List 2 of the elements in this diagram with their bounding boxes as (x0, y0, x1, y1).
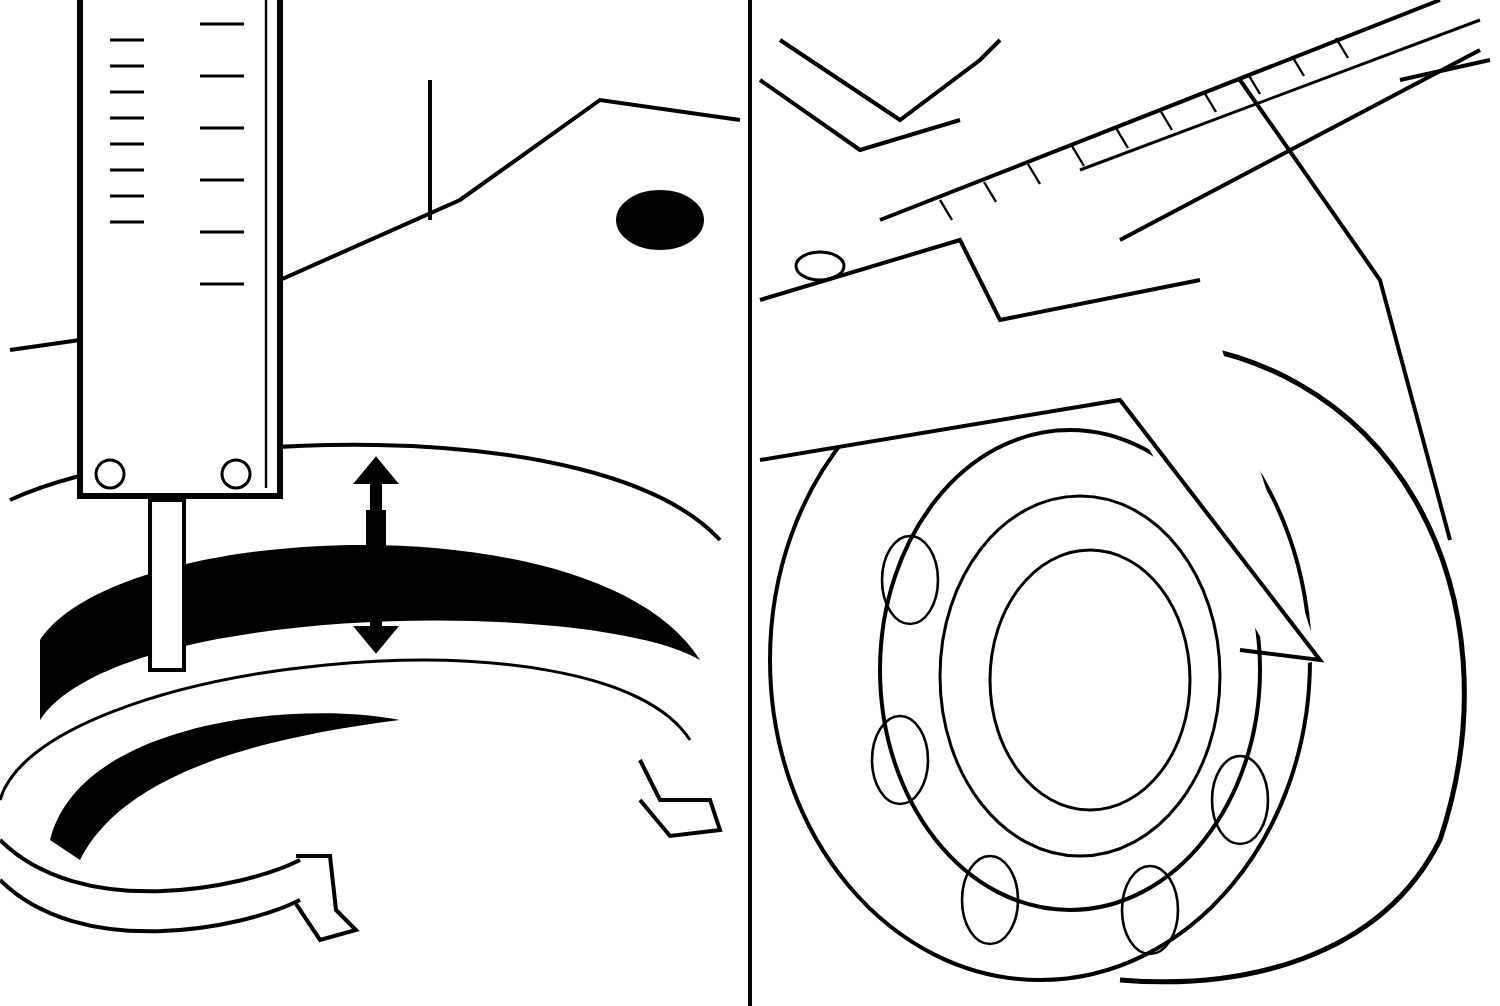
caliper-bearing-drawing (758, 0, 1491, 985)
depth-gauge-drawing (0, 0, 741, 943)
